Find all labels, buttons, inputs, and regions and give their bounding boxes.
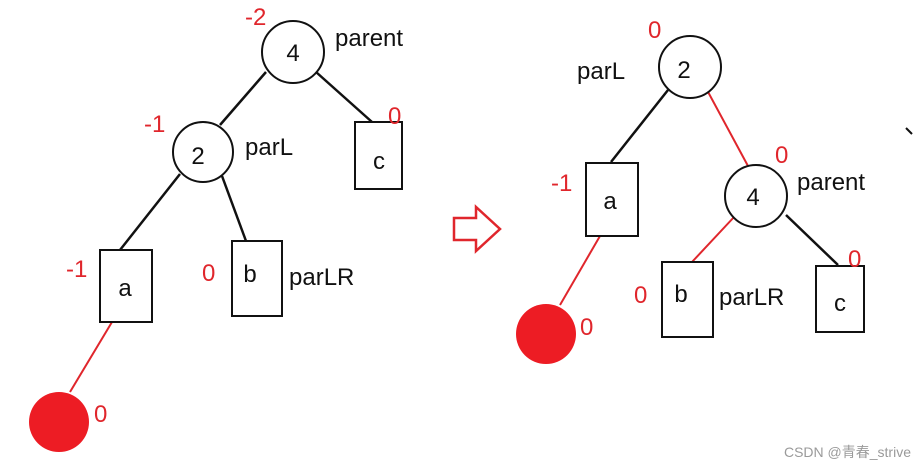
- box-a-after-value: a: [603, 188, 617, 215]
- edge-2-a: [119, 173, 181, 251]
- edge-4-b-after: [691, 215, 736, 263]
- box-a: [99, 249, 153, 323]
- node-2-label: parL: [245, 134, 293, 161]
- transform-arrow-icon: [452, 204, 502, 254]
- box-b-value: b: [243, 261, 256, 288]
- red-node-bf: 0: [94, 401, 107, 428]
- box-b-after-label: parLR: [719, 284, 784, 311]
- tree-before: 4 parent -2 2 parL -1 c 0 a -1 b parLR 0…: [29, 4, 403, 452]
- box-b-after-bf: 0: [634, 282, 647, 309]
- box-c-after-bf: 0: [848, 246, 861, 273]
- node-4-circle: [261, 20, 325, 84]
- edge-2-a-after: [610, 89, 669, 163]
- red-node-after: [516, 304, 576, 364]
- box-b-label: parLR: [289, 264, 354, 291]
- red-node: [29, 392, 89, 452]
- tree-after: 2 parL 0 4 parent 0 a -1 b parLR 0 c 0 0: [516, 17, 865, 364]
- box-a-value: a: [118, 275, 132, 302]
- node-2-after-label: parL: [577, 58, 625, 85]
- edge-4-2: [219, 71, 267, 126]
- box-b-after-value: b: [674, 281, 687, 308]
- box-c-value: c: [373, 148, 385, 175]
- box-c-bf: 0: [388, 103, 401, 130]
- box-a-after: [585, 162, 639, 237]
- box-b-after: [661, 261, 714, 338]
- node-4-label: parent: [335, 25, 403, 52]
- edge-a-red: [69, 321, 113, 393]
- node-2-after-value: 2: [677, 57, 690, 84]
- node-4-after-value: 4: [746, 184, 759, 211]
- node-2-after-bf: 0: [648, 17, 661, 44]
- node-2-value: 2: [191, 143, 204, 170]
- edge-2-b: [220, 175, 248, 242]
- edge-2-4-after: [706, 89, 749, 167]
- node-2-bf: -1: [144, 111, 165, 138]
- edge-4-c-after: [785, 214, 839, 266]
- edge-a-red-after: [559, 235, 601, 306]
- box-c-after: [815, 265, 865, 333]
- node-2-circle: [172, 121, 234, 183]
- box-b: [231, 240, 283, 317]
- edge-4-c: [315, 71, 373, 123]
- node-4-after-label: parent: [797, 169, 865, 196]
- box-a-bf: -1: [66, 256, 87, 283]
- box-b-bf: 0: [202, 260, 215, 287]
- node-4-after-bf: 0: [775, 142, 788, 169]
- node-4-bf: -2: [245, 4, 266, 31]
- stray-mark: [905, 127, 913, 135]
- node-4-value: 4: [286, 40, 299, 67]
- box-c-after-value: c: [834, 290, 846, 317]
- box-c: [354, 121, 403, 190]
- node-2-after-circle: [658, 35, 722, 99]
- watermark: CSDN @青春_strive: [784, 444, 911, 460]
- node-4-after-circle: [724, 164, 788, 228]
- red-node-after-bf: 0: [580, 314, 593, 341]
- box-a-after-bf: -1: [551, 170, 572, 197]
